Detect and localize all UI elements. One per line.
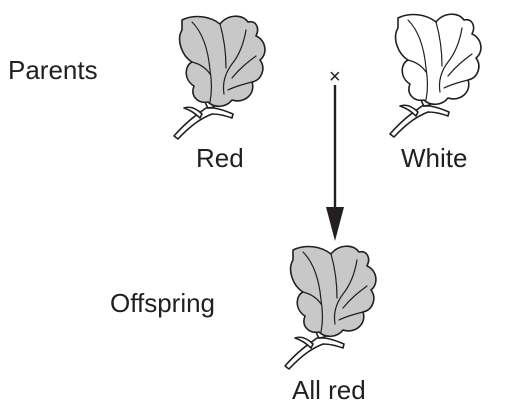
offspring-label: Offspring	[110, 288, 216, 318]
white-parent-label: White	[401, 143, 468, 173]
white-flower-petals	[394, 13, 482, 106]
parents-label: Parents	[8, 55, 98, 85]
red-flower-petals	[178, 15, 266, 108]
red-flower-drawing	[173, 15, 266, 140]
cross-symbol: ×	[329, 66, 341, 88]
white-flower-icon	[389, 13, 482, 138]
arrow-down-icon	[326, 85, 344, 241]
arrow-head	[326, 207, 344, 241]
red-parent-label: Red	[196, 143, 244, 173]
red-flower-icon	[173, 15, 266, 140]
all-red-label: All red	[292, 375, 366, 405]
offspring-flower-drawing	[284, 245, 377, 370]
offspring-flower-petals	[289, 245, 377, 338]
white-flower-drawing	[389, 13, 482, 138]
offspring-flower-icon	[284, 245, 377, 370]
